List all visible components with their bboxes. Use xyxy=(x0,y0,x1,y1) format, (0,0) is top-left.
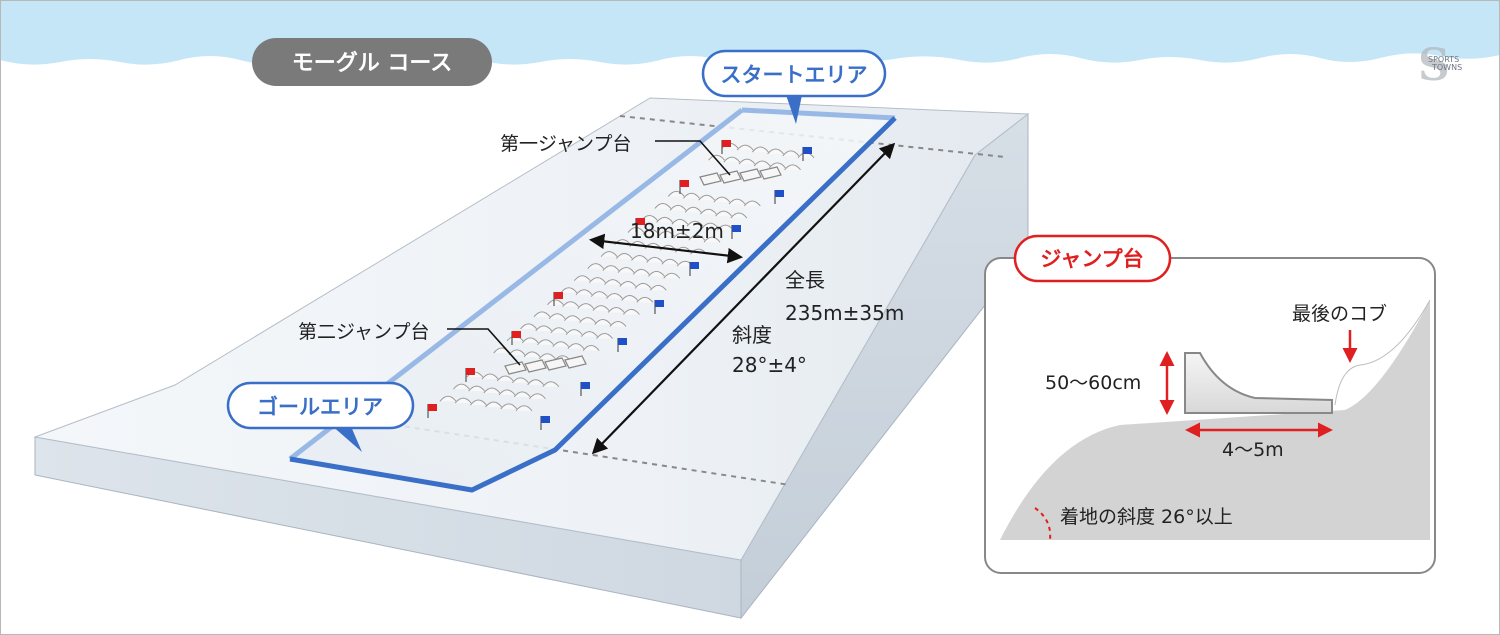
start-area-label: スタートエリア xyxy=(721,63,868,87)
red-flag xyxy=(553,292,563,306)
slope-title: 斜度 xyxy=(732,323,772,347)
red-flag xyxy=(511,331,521,345)
mogul-bump xyxy=(533,311,551,318)
mogul-bump xyxy=(567,343,585,349)
goal-area-callout: ゴールエリア xyxy=(226,381,415,452)
mogul-bump xyxy=(523,351,541,358)
red-flag xyxy=(427,404,437,418)
mogul-bump xyxy=(548,313,566,320)
mogul-bump xyxy=(565,329,583,335)
start-area-callout: スタートエリア xyxy=(701,49,887,124)
second-jump-leader xyxy=(447,328,521,366)
sports-towns-logo: S SPORTS TOWNS xyxy=(1418,40,1462,91)
mogul-bump xyxy=(547,299,564,306)
mogul-bump xyxy=(453,383,470,390)
mogul-bump xyxy=(537,339,554,346)
slope-value: 28°±4° xyxy=(732,353,807,377)
jump-detail-panel: 50〜60cm 4〜5m 最後のコブ 着地の斜度 26°以上 ジャンプ台 xyxy=(984,234,1436,574)
red-flag xyxy=(465,368,475,382)
ramp-distance-label: 4〜5m xyxy=(1222,439,1284,461)
ramp-height-label: 50〜60cm xyxy=(1045,372,1141,394)
mogul-bump xyxy=(513,391,531,398)
mogul-bump xyxy=(542,381,560,388)
mogul-bump xyxy=(483,387,501,394)
mogul-bump xyxy=(560,287,578,294)
mogul-bump xyxy=(515,405,533,412)
mogul-bump xyxy=(468,385,486,392)
course-length-arrow xyxy=(591,142,896,455)
mogul-bump xyxy=(562,301,580,308)
second-jump-label: 第二ジャンプ台 xyxy=(298,321,429,343)
mogul-bump xyxy=(512,377,529,384)
second-jump-platform xyxy=(504,355,587,375)
mogul-bump xyxy=(485,401,502,408)
mogul-bump xyxy=(481,373,499,380)
mogul-bump xyxy=(439,395,457,402)
mogul-bump xyxy=(573,275,591,282)
jump-terrain xyxy=(1000,300,1430,540)
mogul-bump xyxy=(454,397,472,404)
title-badge-text: モーグル コース xyxy=(292,50,453,76)
blue-flag xyxy=(580,382,590,396)
first-jump-label: 第一ジャンプ台 xyxy=(500,133,631,155)
mogul-bump xyxy=(550,327,568,334)
mogul-bump xyxy=(498,389,516,396)
mogul-bump xyxy=(529,393,546,400)
mogul-bump xyxy=(500,403,518,410)
mogul-bump xyxy=(520,323,537,330)
landing-slope-label: 着地の斜度 26°以上 xyxy=(1060,506,1233,528)
mogul-bump xyxy=(470,399,487,406)
jump-detail-title: ジャンプ台 xyxy=(1040,247,1143,271)
svg-text:TOWNS: TOWNS xyxy=(1431,63,1462,72)
svg-text:SPORTS: SPORTS xyxy=(1428,55,1459,64)
mogul-bump xyxy=(564,315,581,322)
total-length-value: 235m±35m xyxy=(785,301,904,325)
mogul-bump xyxy=(538,353,556,360)
blue-flag xyxy=(540,416,550,430)
last-bump-label: 最後のコブ xyxy=(1292,302,1387,325)
course-width-label: 18m±2m xyxy=(630,219,724,243)
mogul-bump xyxy=(521,337,539,344)
course-edge-top xyxy=(741,107,896,121)
svg-text:S: S xyxy=(1418,40,1450,91)
mogul-bump xyxy=(575,289,593,296)
mogul-bump xyxy=(496,375,514,382)
total-length-title: 全長 xyxy=(785,268,825,292)
mogul-bump xyxy=(527,379,545,386)
mogul-bump xyxy=(535,325,553,332)
last-bump-shape xyxy=(1334,299,1431,406)
landing-angle-mark xyxy=(1034,507,1052,541)
goal-area-label: ゴールエリア xyxy=(257,395,383,419)
title-badge: モーグル コース xyxy=(252,38,492,86)
jump-ramp-shape xyxy=(1184,352,1333,414)
goal-dashed-line xyxy=(394,424,791,486)
mogul-bump xyxy=(552,341,570,348)
